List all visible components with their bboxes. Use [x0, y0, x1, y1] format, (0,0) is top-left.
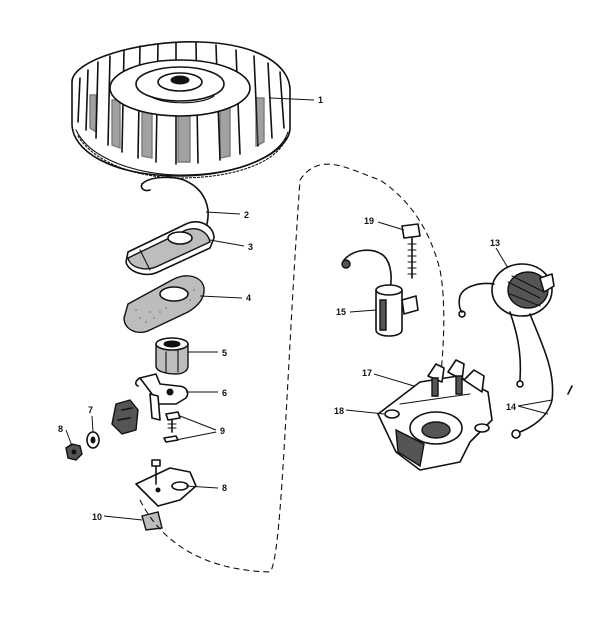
- nut: [65, 443, 83, 461]
- callout-19: 19: [364, 216, 374, 226]
- flywheel: [71, 41, 291, 179]
- ignition-coil: [458, 263, 555, 318]
- callout-1: 1: [318, 95, 323, 105]
- mounting-screws: [163, 411, 181, 443]
- point-cover: [125, 221, 215, 276]
- callout-8-bracket: 8: [222, 483, 227, 493]
- callout-17: 17: [362, 368, 372, 378]
- callout-15: 15: [336, 307, 346, 317]
- callout-8-nut: 8: [58, 424, 63, 434]
- condenser-bracket: [135, 459, 197, 507]
- armature-base: [377, 359, 493, 471]
- callout-2: 2: [244, 210, 249, 220]
- cam-sleeve: [155, 337, 189, 375]
- callout-13: 13: [490, 238, 500, 248]
- washer: [86, 431, 100, 449]
- callout-6: 6: [222, 388, 227, 398]
- callout-labels: 1 2 3 4 5 6 7 8 9 8 10 19 15 13 17 18 14: [58, 95, 516, 522]
- coil-screw: [401, 223, 421, 279]
- callout-18: 18: [334, 406, 344, 416]
- callout-14: 14: [506, 402, 516, 412]
- callout-7: 7: [88, 405, 93, 415]
- assembly-outline: [139, 163, 445, 573]
- callout-4: 4: [246, 293, 251, 303]
- coil-leads: [509, 311, 573, 439]
- callout-10: 10: [92, 512, 102, 522]
- condenser: [341, 249, 419, 337]
- breaker-arm: [111, 373, 189, 435]
- callout-3: 3: [248, 242, 253, 252]
- gasket: [123, 275, 205, 334]
- callout-9: 9: [220, 426, 225, 436]
- leader-lines: [65, 97, 553, 521]
- callout-5: 5: [222, 348, 227, 358]
